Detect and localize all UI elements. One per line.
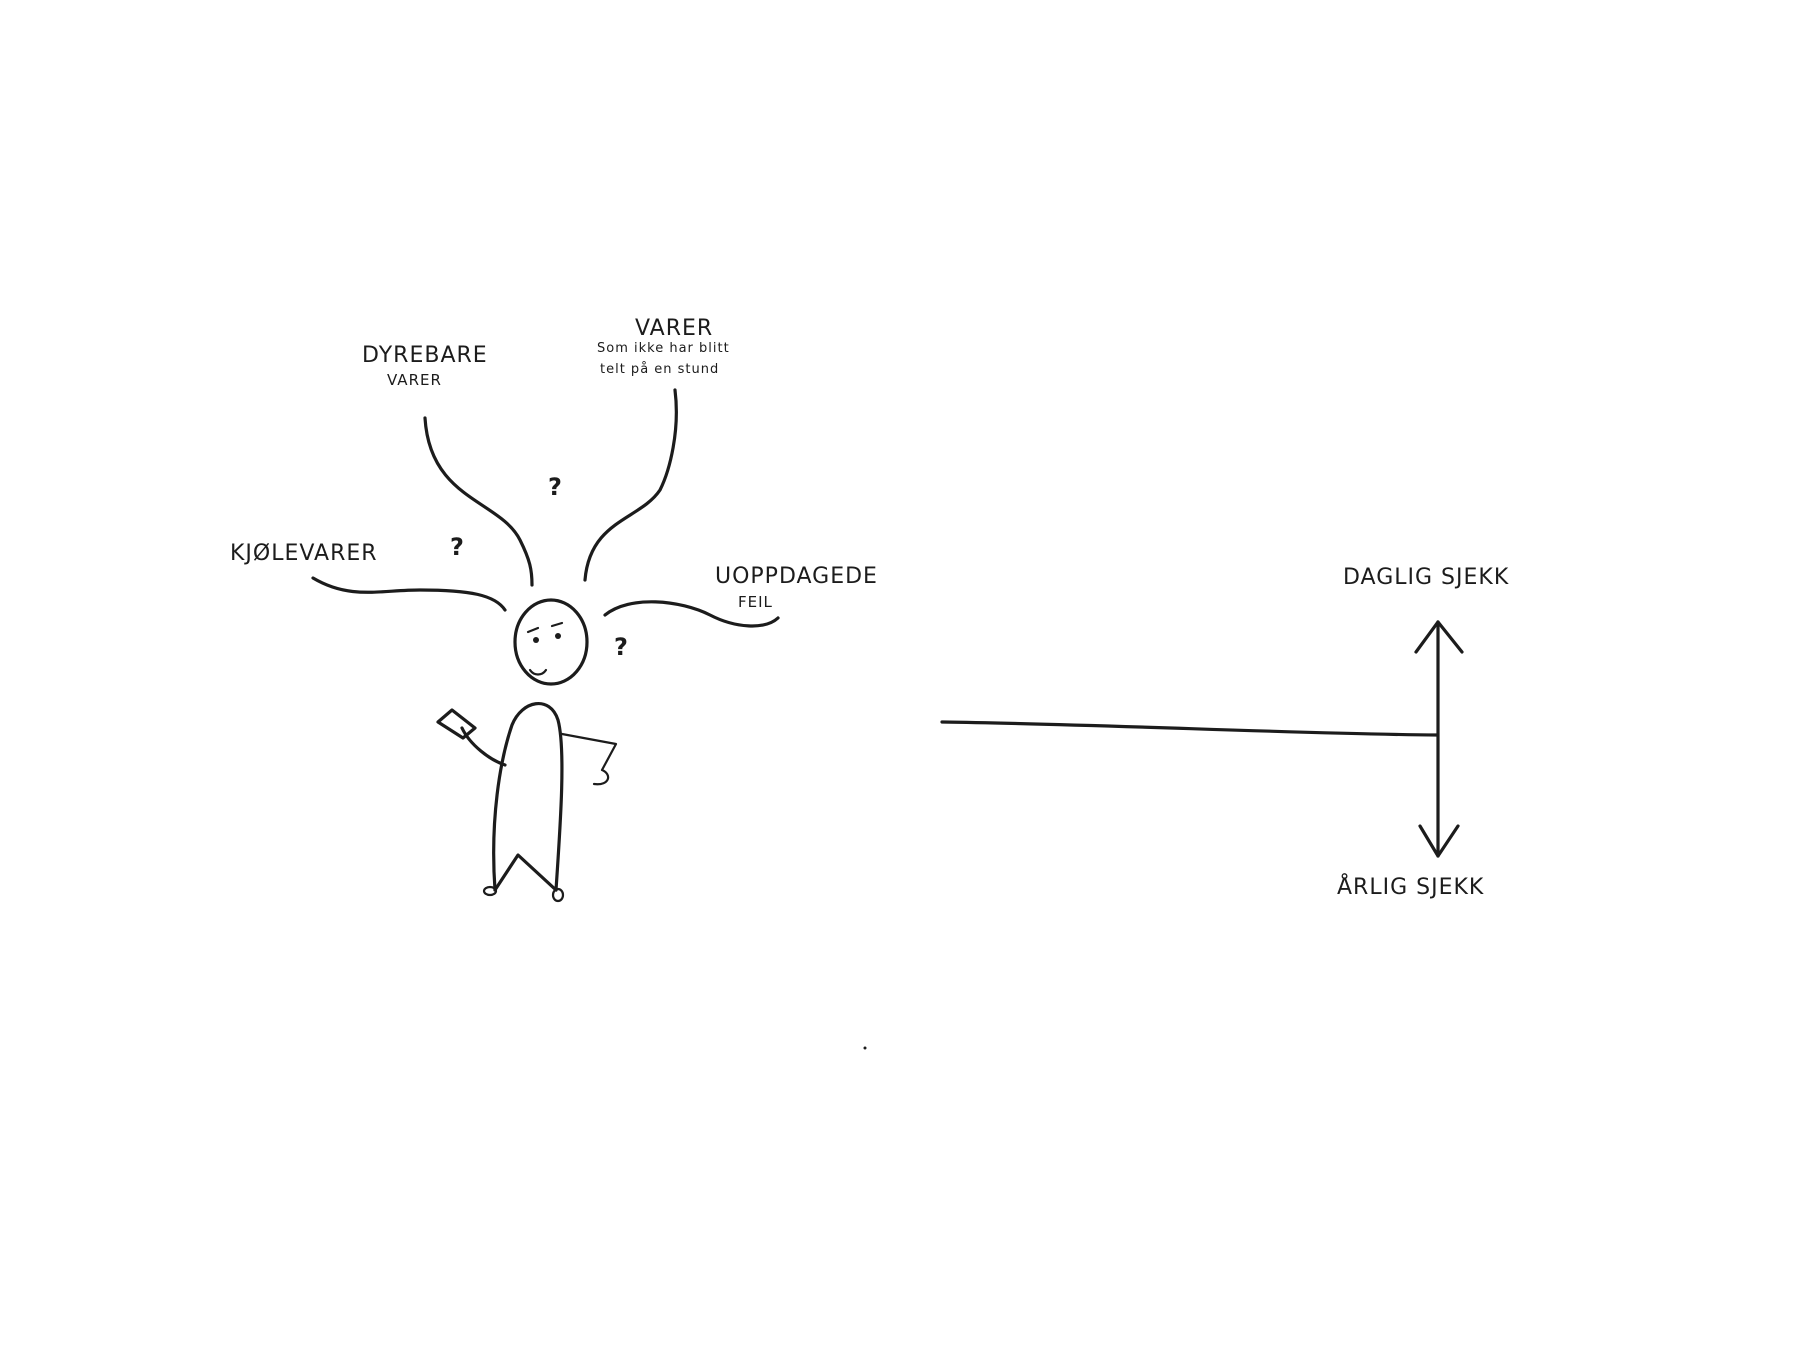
tendril-kjolevarer: [311, 576, 507, 612]
figure-eyebrows: [526, 621, 564, 634]
figure-legs: [493, 853, 558, 892]
figure-foot-left: [482, 885, 498, 897]
question-mark-3: ?: [614, 633, 628, 661]
horizontal-line: [940, 720, 1439, 737]
tendril-varer: [583, 388, 678, 582]
label-dyrebare-line1: DYREBARE: [362, 343, 488, 368]
figure-head: [513, 598, 589, 686]
question-mark-1: ?: [450, 533, 464, 561]
label-kjolevarer: KJØLEVARER: [230, 541, 378, 566]
figure-eye-left: [533, 637, 539, 643]
figure-body: [492, 702, 564, 892]
figure-eye-right: [555, 633, 561, 639]
figure-arm-right: [560, 732, 618, 786]
label-arlig-sjekk: ÅRLIG SJEKK: [1337, 873, 1484, 900]
stray-dot: [863, 1046, 867, 1050]
tendril-dyrebare: [423, 416, 534, 587]
label-varer-sub-line2: telt på en stund: [600, 362, 719, 377]
person-figure: [436, 598, 618, 903]
figure-phone: [436, 708, 477, 740]
arrowhead-down: [1418, 824, 1460, 858]
label-uoppdagede-line1: UOPPDAGEDE: [715, 564, 878, 589]
label-daglig-sjekk: DAGLIG SJEKK: [1343, 565, 1509, 590]
label-varer-sub-line1: Som ikke har blitt: [597, 341, 730, 356]
tendril-uoppdagede: [603, 600, 780, 628]
arrowhead-up: [1414, 620, 1464, 654]
label-uoppdagede-line2: FEIL: [738, 593, 773, 611]
figure-mouth: [528, 668, 548, 676]
figure-foot-right: [551, 887, 565, 903]
figure-arm-left: [460, 726, 507, 767]
label-varer-title: VARER: [635, 316, 713, 341]
label-dyrebare-line2: VARER: [387, 371, 442, 389]
question-mark-2: ?: [548, 473, 562, 501]
